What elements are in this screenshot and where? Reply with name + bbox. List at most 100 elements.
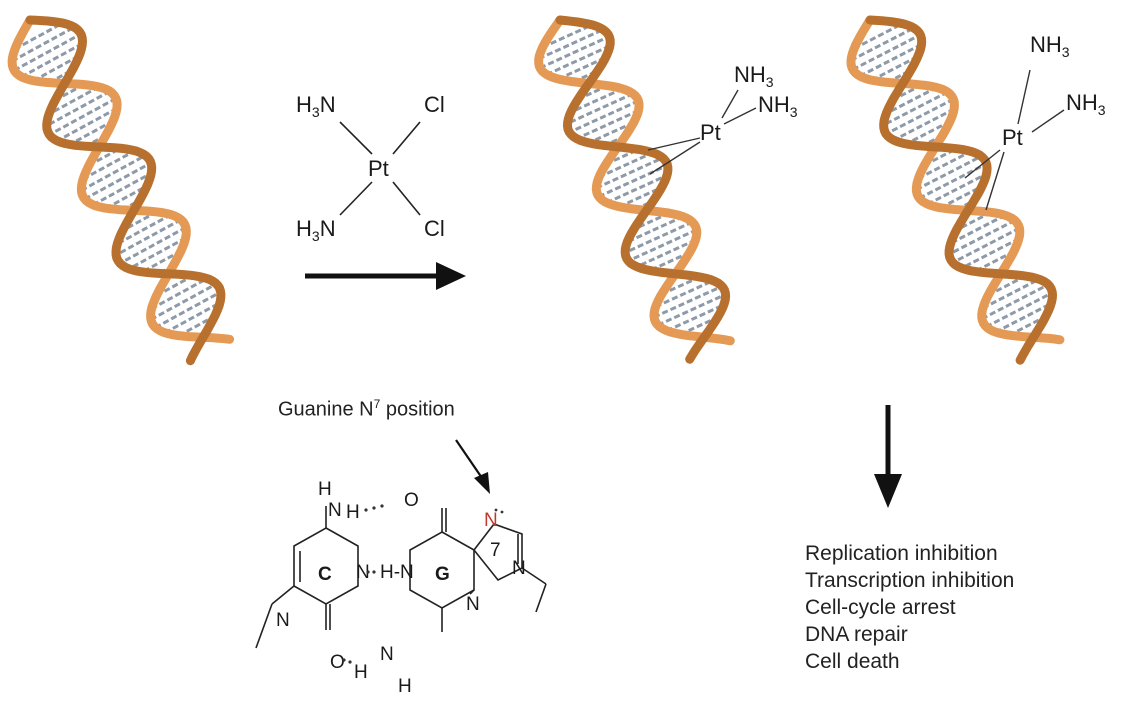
outcome-cell-death: Cell death: [805, 650, 900, 673]
outcome-cell-cycle: Cell-cycle arrest: [805, 596, 956, 619]
base-pair-rung: [885, 86, 938, 115]
outcome-arrow: [874, 405, 902, 508]
base-pair-rung: [13, 32, 82, 72]
base-pair-rung: [655, 279, 714, 309]
base-pair-rung: [128, 236, 187, 271]
atom-n7-number: 7: [490, 540, 501, 561]
base-pair-rung: [570, 87, 624, 114]
base-pair-rung: [885, 97, 955, 136]
base-pair-rung: [48, 97, 117, 137]
base-pair-rung: [981, 283, 1049, 321]
platinum-atom: Pt: [368, 156, 389, 181]
atom-o-bottom: O: [330, 652, 345, 673]
base-pair-rung: [539, 35, 610, 70]
base-pair-rung: [949, 213, 1006, 245]
atom-h-n: H-N: [380, 562, 414, 583]
outcome-transcription: Transcription inhibition: [805, 569, 1015, 592]
cytosine-label: C: [318, 564, 332, 585]
base-pair-rung: [939, 185, 983, 210]
base-pair-rung: [80, 154, 147, 192]
base-pair-rung: [915, 154, 982, 191]
cisplatin-structure: H3N Cl Pt H3N Cl: [296, 92, 445, 244]
base-pair-rung: [119, 226, 187, 265]
base-pair-rung: [595, 156, 664, 190]
platinum-adduct-2: Pt NH3 NH3: [964, 32, 1106, 211]
helix-strand: [555, 15, 731, 364]
base-pair-rung: [905, 120, 951, 146]
base-pair-rung: [636, 238, 697, 269]
base-pair-rung: [666, 303, 725, 333]
base-pair-rung: [624, 220, 694, 254]
adduct1-nh3-top: NH3: [734, 62, 774, 90]
helix-strand: [7, 15, 235, 344]
base-pair-rung: [155, 274, 194, 297]
adduct1-pt: Pt: [700, 120, 721, 145]
base-pair-rung: [926, 172, 988, 206]
helix-strand: [25, 15, 226, 366]
atom-h-bottom-left: H: [354, 662, 368, 683]
base-pair-rung: [116, 213, 172, 246]
base-pair-rung: [606, 173, 668, 205]
base-pair-rung: [105, 184, 148, 210]
atom-n-g3: N: [466, 594, 480, 615]
dna-helix-unbound: [7, 15, 235, 366]
atom-n7: N: [484, 510, 498, 531]
base-pair-rung: [626, 215, 684, 244]
helix-strand: [846, 15, 1065, 345]
outcome-replication: Replication inhibition: [805, 542, 998, 565]
n7-caption: Guanine N7 position: [278, 397, 455, 421]
base-pair-rung: [627, 228, 698, 263]
reaction-arrow: [305, 262, 466, 290]
ligand-h3n-top: H3N: [296, 92, 336, 120]
atom-n-top: N: [328, 500, 342, 521]
base-pair-rung: [150, 282, 218, 321]
imidazole-ring: [472, 523, 523, 582]
atom-h-top: H: [318, 479, 332, 500]
guanine-label: G: [435, 564, 450, 585]
base-pair-rung: [982, 277, 1040, 310]
ligand-cl-top: Cl: [424, 92, 445, 117]
outcome-dna-repair: DNA repair: [805, 623, 908, 646]
base-pair-rung: [852, 33, 922, 71]
helix-strand: [534, 15, 735, 346]
base-pair-rung: [850, 26, 915, 62]
base-pair-rung: [576, 109, 640, 141]
base-pair-rung: [546, 44, 611, 76]
base-pair-rung: [1008, 315, 1047, 337]
base-pair-rung: [653, 284, 723, 319]
base-pair-rung: [11, 25, 75, 63]
base-pair-rung: [164, 301, 221, 335]
n7-pointer-arrow: [455, 439, 490, 494]
base-pair-rung: [150, 277, 208, 311]
adduct2-nh3-right: NH3: [1066, 90, 1106, 118]
atom-h-bottom: H: [398, 676, 412, 697]
outcome-list: Replication inhibition Transcription inh…: [805, 540, 1014, 675]
adduct2-nh3-top: NH3: [1030, 32, 1070, 60]
base-pair-rung: [46, 90, 111, 128]
adduct1-nh3-right: NH3: [758, 92, 798, 120]
base-pair-rung: [83, 161, 152, 201]
base-pair-rung: [566, 92, 634, 125]
platinum-adduct-1: Pt NH3 NH3: [647, 62, 798, 175]
base-pair-rung: [56, 107, 118, 143]
base-pair-rung: [178, 314, 216, 337]
base-pair-rung: [893, 107, 955, 142]
atom-n9: N: [512, 558, 526, 579]
base-pair-rung: [20, 42, 84, 79]
ligand-cl-bottom: Cl: [424, 216, 445, 241]
base-pair-rung: [115, 218, 182, 257]
base-pair-labels: H N H O C N H-N G N N O H N H N N 7: [276, 479, 526, 697]
base-pair-rung: [657, 293, 727, 327]
base-pair-rung: [853, 22, 904, 50]
dna-helix-adduct-1: [534, 15, 735, 364]
atom-n-bottom: N: [380, 644, 394, 665]
adduct2-pt: Pt: [1002, 125, 1023, 150]
cg-base-pair: [255, 506, 547, 649]
base-pair-rung: [48, 85, 100, 116]
base-pair-rung: [985, 291, 1054, 329]
base-pair-rung: [588, 121, 635, 145]
atom-n-c3: N: [356, 562, 370, 583]
base-pair-rung: [948, 219, 1016, 256]
